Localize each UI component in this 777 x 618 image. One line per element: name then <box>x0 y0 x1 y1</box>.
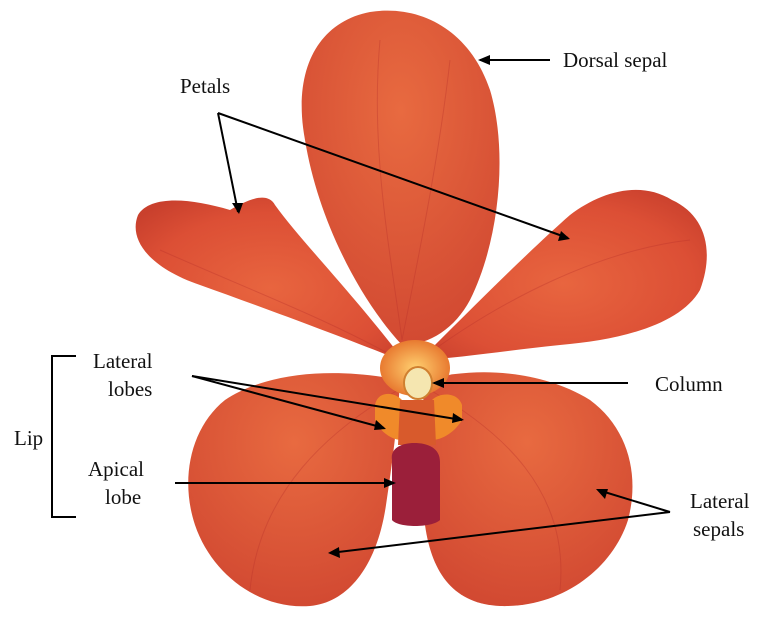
column-part <box>404 367 432 399</box>
left-lateral-sepal <box>188 373 400 606</box>
label-lateral-sepals-1: Lateral <box>690 489 750 513</box>
label-petals: Petals <box>180 74 230 98</box>
label-lateral-lobes-2: lobes <box>108 377 152 401</box>
apical-lobe <box>392 443 440 526</box>
lip-bracket <box>52 356 76 517</box>
label-lip: Lip <box>14 426 43 450</box>
label-apical-lobe-2: lobe <box>105 485 141 509</box>
label-lateral-sepals-2: sepals <box>693 517 744 541</box>
label-column: Column <box>655 372 723 396</box>
petals-arrow-left <box>218 113 238 212</box>
lip-base <box>398 400 436 445</box>
label-dorsal-sepal: Dorsal sepal <box>563 48 668 72</box>
label-lateral-lobes-1: Lateral <box>93 349 153 373</box>
label-apical-lobe-1: Apical <box>88 457 144 481</box>
